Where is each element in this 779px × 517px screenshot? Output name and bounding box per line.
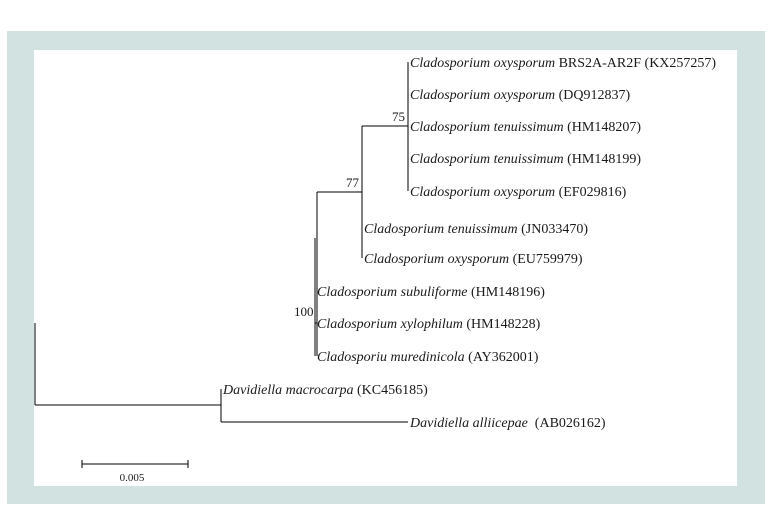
taxon-accession: (EU759979) — [509, 252, 583, 267]
taxon-genus: Cladosporium tenuissimum — [364, 222, 518, 237]
tree-branches — [34, 62, 409, 423]
taxon-accession: (HM148199) — [564, 152, 642, 167]
taxon-accession: (HM148228) — [463, 317, 541, 332]
phylogenetic-tree: Cladosporium oxysporum BRS2A-AR2F (KX257… — [34, 56, 716, 484]
taxon-genus: Cladosporium tenuissimum — [410, 152, 564, 167]
taxon-genus: Davidiella macrocarpa — [222, 383, 354, 398]
taxon-label: Cladosporium subuliforme (HM148196) — [317, 285, 545, 300]
tree-panel: Cladosporium oxysporum BRS2A-AR2F (KX257… — [34, 50, 737, 486]
taxon-genus: Cladosporium oxysporum — [410, 88, 555, 103]
taxon-labels: Cladosporium oxysporum BRS2A-AR2F (KX257… — [222, 56, 716, 431]
taxon-label: Cladosporium oxysporum BRS2A-AR2F (KX257… — [410, 56, 716, 71]
taxon-genus: Cladosporium oxysporum — [410, 56, 555, 71]
taxon-accession: (DQ912837) — [555, 88, 630, 103]
taxon-label: Cladosporiu muredinicola (AY362001) — [317, 350, 539, 365]
bootstrap-value-n100: 100 — [294, 304, 314, 319]
taxon-accession: (HM148196) — [468, 285, 546, 300]
taxon-accession: (HM148207) — [564, 120, 642, 135]
taxon-accession: (JN033470) — [518, 222, 589, 237]
taxon-label: Cladosporium oxysporum (EF029816) — [410, 185, 627, 200]
taxon-label: Cladosporium oxysporum (DQ912837) — [410, 88, 630, 103]
taxon-label: Davidiella alliicepae (AB026162) — [409, 416, 606, 431]
bootstrap-labels: 75 77 100 — [294, 109, 405, 319]
taxon-genus: Cladosporiu muredinicola — [317, 350, 465, 365]
taxon-label: Davidiella macrocarpa (KC456185) — [222, 383, 428, 398]
taxon-accession: (AB026162) — [528, 416, 606, 431]
taxon-genus: Cladosporium tenuissimum — [410, 120, 564, 135]
bootstrap-value-n75: 75 — [392, 109, 405, 124]
taxon-accession: (AY362001) — [465, 350, 539, 365]
scale-bar: 0.005 — [81, 460, 189, 484]
taxon-accession: (KC456185) — [354, 383, 429, 398]
taxon-label: Cladosporium tenuissimum (HM148207) — [410, 120, 641, 135]
taxon-label: Cladosporium oxysporum (EU759979) — [364, 252, 583, 267]
taxon-genus: Cladosporium oxysporum — [410, 185, 555, 200]
bootstrap-value-n77: 77 — [346, 175, 360, 190]
taxon-label: Cladosporium tenuissimum (JN033470) — [364, 222, 588, 237]
taxon-label: Cladosporium tenuissimum (HM148199) — [410, 152, 641, 167]
taxon-genus: Cladosporium oxysporum — [364, 252, 509, 267]
taxon-genus: Cladosporium subuliforme — [317, 285, 468, 300]
taxon-accession: BRS2A-AR2F (KX257257) — [555, 56, 716, 71]
taxon-accession: (EF029816) — [555, 185, 627, 200]
scale-bar-label: 0.005 — [120, 472, 145, 484]
taxon-genus: Davidiella alliicepae — [409, 416, 528, 431]
taxon-label: Cladosporium xylophilum (HM148228) — [317, 317, 541, 332]
taxon-genus: Cladosporium xylophilum — [317, 317, 463, 332]
